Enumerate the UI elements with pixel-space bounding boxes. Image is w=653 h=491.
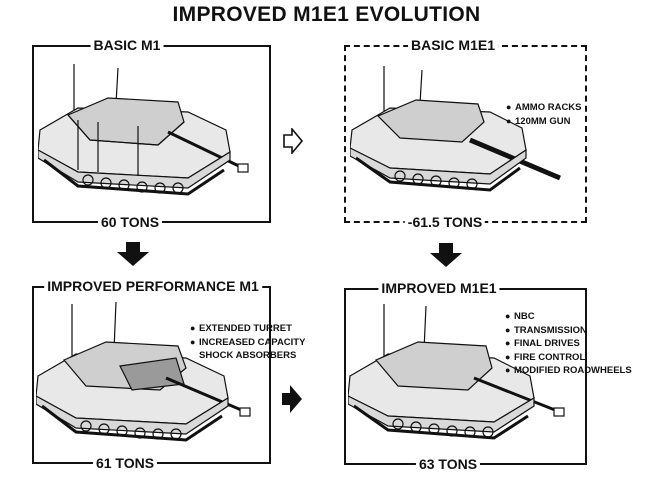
tank-improved-performance-m1-illustration	[36, 301, 251, 442]
solid-down-arrow-icon	[117, 242, 149, 266]
solid-right-arrow-icon	[282, 385, 302, 413]
panel-improved-performance-m1-weight: 61 TONS	[92, 455, 158, 471]
panel-basic-m1e1-bullets: ●AMMO RACKS ●120MM GUN	[506, 101, 582, 128]
panel-basic-m1e1-weight: -61.5 TONS	[404, 214, 486, 230]
page-title: IMPROVED M1E1 EVOLUTION	[172, 3, 481, 26]
panel-improved-performance-m1-title: IMPROVED PERFORMANCE M1	[44, 278, 262, 294]
bullet-item: ●FIRE CONTROL	[505, 351, 586, 363]
bullet-item: ●120MM GUN	[506, 115, 571, 127]
bullet-item: SHOCK ABSORBERS	[199, 350, 297, 361]
tank-basic-m1e1-illustration	[350, 66, 561, 192]
bullet-item: ●MODIFIED ROADWHEELS	[505, 365, 632, 376]
panel-basic-m1-weight: 60 TONS	[97, 214, 163, 230]
panel-improved-performance-m1-bullets: ●EXTENDED TURRET ●INCREASED CAPACITY SHO…	[190, 322, 305, 363]
tank-improved-m1e1-illustration	[348, 304, 565, 440]
bullet-item: ●FINAL DRIVES	[505, 338, 580, 349]
tank-basic-m1-illustration	[38, 64, 249, 196]
solid-down-arrow-icon	[430, 243, 462, 267]
bullet-item: ●INCREASED CAPACITY	[190, 336, 306, 348]
panel-basic-m1-title: BASIC M1	[90, 37, 164, 53]
panel-improved-m1e1-weight: 63 TONS	[415, 456, 481, 472]
panel-improved-m1e1-bullets: ●NBC ●TRANSMISSION ●FINAL DRIVES ●FIRE C…	[505, 310, 632, 378]
panel-improved-m1e1-title: IMPROVED M1E1	[378, 280, 500, 296]
bullet-item: ●AMMO RACKS	[506, 102, 582, 113]
outline-right-arrow-icon	[283, 128, 304, 154]
bullet-item: ●TRANSMISSION	[505, 324, 587, 336]
bullet-item: ●NBC	[505, 311, 535, 322]
bullet-item: ●EXTENDED TURRET	[190, 323, 292, 334]
panel-basic-m1e1-title: BASIC M1E1	[407, 37, 499, 53]
